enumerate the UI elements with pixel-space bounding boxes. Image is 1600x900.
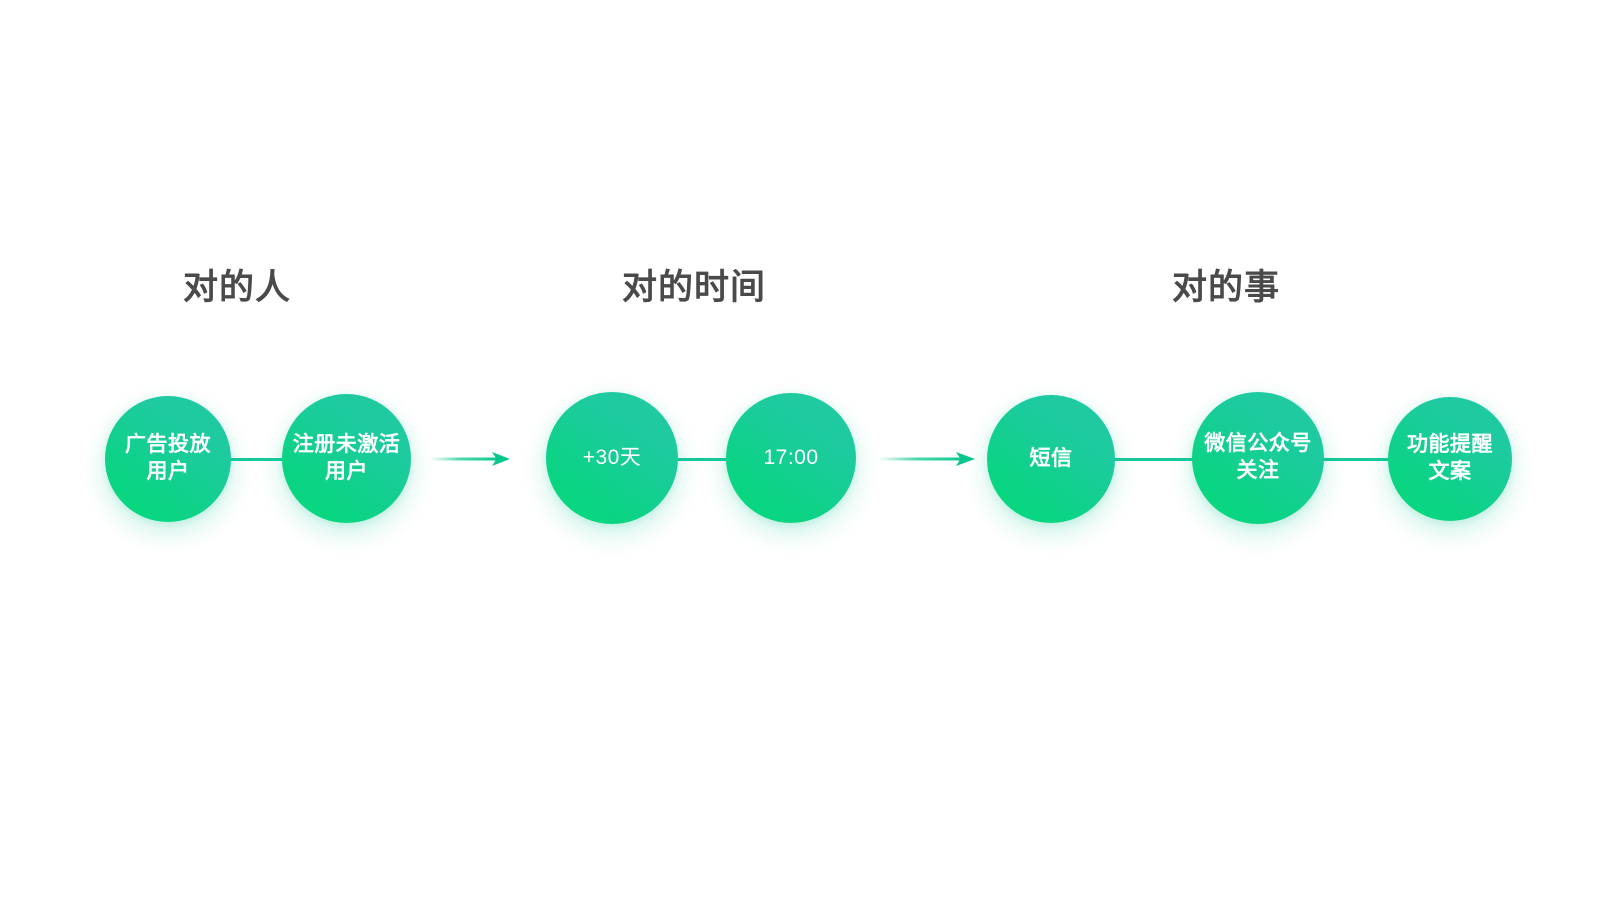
node-sms-label: 短信 bbox=[1029, 446, 1073, 470]
node-plus-30-days-label: +30天 bbox=[582, 445, 642, 469]
section-title-right-time: 对的时间 bbox=[621, 268, 767, 307]
node-ad-users[interactable]: 广告投放 用户 bbox=[105, 396, 231, 522]
connector-plus-30-days-to-time-1700 bbox=[665, 458, 745, 461]
node-registered-inactive-users-label: 注册未激活 用户 bbox=[292, 432, 401, 483]
node-time-1700[interactable]: 17:00 bbox=[726, 393, 856, 523]
connector-ad-users-to-registered-inactive-users bbox=[205, 458, 355, 461]
node-time-1700-label: 17:00 bbox=[763, 445, 819, 469]
connector-wechat-to-feature-reminder bbox=[1300, 458, 1410, 461]
node-wechat-official-account-follow[interactable]: 微信公众号 关注 bbox=[1192, 392, 1324, 524]
node-sms[interactable]: 短信 bbox=[987, 395, 1115, 523]
node-ad-users-label: 广告投放 用户 bbox=[125, 433, 211, 483]
arrow-people-to-time-icon bbox=[430, 447, 512, 471]
node-feature-reminder-copy[interactable]: 功能提醒 文案 bbox=[1388, 397, 1512, 521]
section-title-right-thing: 对的事 bbox=[1171, 268, 1281, 307]
node-plus-30-days[interactable]: +30天 bbox=[546, 392, 678, 524]
node-wechat-official-account-follow-label: 微信公众号 关注 bbox=[1204, 432, 1312, 482]
section-title-right-person: 对的人 bbox=[182, 268, 292, 307]
node-feature-reminder-copy-label: 功能提醒 文案 bbox=[1407, 433, 1493, 483]
connector-sms-to-wechat bbox=[1110, 458, 1220, 461]
arrow-time-to-thing-icon bbox=[878, 447, 978, 471]
node-registered-inactive-users[interactable]: 注册未激活 用户 bbox=[282, 394, 411, 523]
